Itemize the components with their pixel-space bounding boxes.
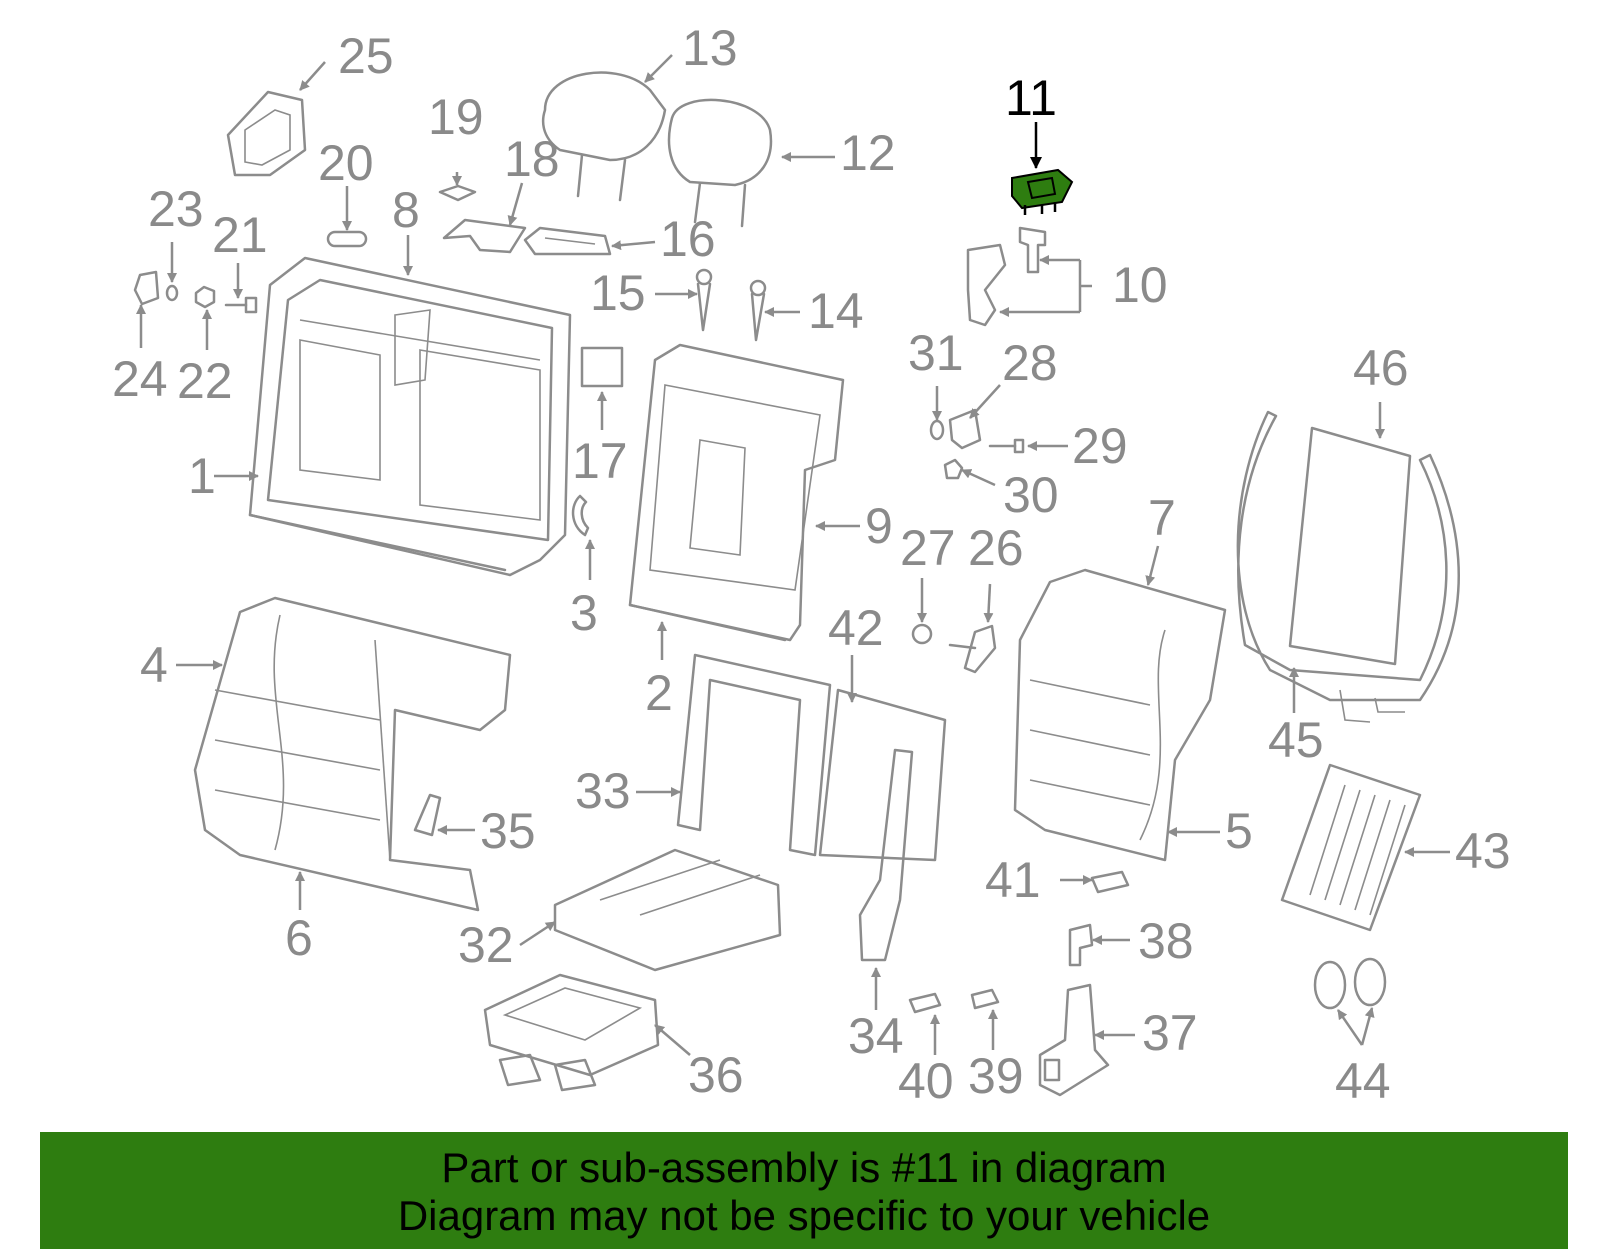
part-23-washer [165, 284, 179, 302]
parts-diagram: 25 13 11 12 19 20 18 8 23 21 16 15 14 10… [112, 20, 1511, 1109]
part-43-heater [1280, 763, 1422, 932]
part-33-panel [676, 653, 832, 857]
leader-lines [136, 54, 1450, 1056]
callout-14: 14 [808, 283, 864, 339]
part-35-latch [413, 793, 442, 837]
callout-labels: 25 13 11 12 19 20 18 8 23 21 16 15 14 10… [112, 20, 1511, 1109]
part-31-washer [929, 419, 945, 441]
banner-line-1: Part or sub-assembly is #11 in diagram [441, 1144, 1167, 1191]
callout-8: 8 [392, 182, 420, 238]
part-10-bracket [966, 226, 1047, 327]
info-banner: Part or sub-assembly is #11 in diagram D… [40, 1132, 1568, 1249]
callout-35: 35 [480, 803, 536, 859]
part-14-pin [749, 279, 767, 342]
callout-45: 45 [1268, 712, 1324, 768]
part-15-pin [695, 268, 713, 332]
callout-39: 39 [968, 1048, 1024, 1104]
part-27-washer [911, 623, 933, 645]
part-13-headrest [541, 71, 667, 202]
part-32-cushion [553, 848, 782, 972]
part-34-trim [858, 748, 914, 962]
callout-40: 40 [898, 1053, 954, 1109]
part-45-trim-frame [1236, 410, 1460, 723]
callout-24: 24 [112, 351, 168, 407]
callout-12: 12 [840, 125, 896, 181]
part-36-frame [483, 973, 660, 1092]
callout-26: 26 [968, 520, 1024, 576]
part-12-headrest [667, 98, 773, 228]
part-19-clip [438, 184, 477, 202]
part-40-clip [908, 992, 942, 1014]
callout-36: 36 [688, 1047, 744, 1103]
part-20-bezel [326, 230, 368, 248]
part-29-bolt [988, 438, 1025, 454]
part-39-clip [970, 988, 1000, 1010]
callout-41: 41 [985, 852, 1041, 908]
callout-1: 1 [188, 448, 216, 504]
callout-5: 5 [1225, 803, 1253, 859]
part-38-clip [1068, 923, 1094, 967]
part-22-nut [194, 285, 216, 309]
callout-18: 18 [504, 131, 560, 187]
part-44-discs [1313, 957, 1387, 1010]
callout-21: 21 [212, 207, 268, 263]
callout-29: 29 [1072, 418, 1128, 474]
part-26-bracket [948, 624, 997, 674]
part-41-clip [1090, 870, 1130, 894]
callout-44: 44 [1335, 1053, 1391, 1109]
callout-25: 25 [338, 28, 394, 84]
callout-9: 9 [865, 498, 893, 554]
callout-27: 27 [900, 520, 956, 576]
callout-33: 33 [575, 763, 631, 819]
callout-19: 19 [428, 89, 484, 145]
callout-17: 17 [572, 433, 628, 489]
part-25-bracket [226, 90, 307, 177]
part-17-pad [580, 346, 624, 388]
callout-16: 16 [660, 211, 716, 267]
callout-22: 22 [177, 353, 233, 409]
callout-37: 37 [1142, 1005, 1198, 1061]
part-3-clip [571, 494, 590, 537]
callout-11: 11 [1005, 70, 1057, 126]
part-18-trim [442, 218, 527, 254]
part-7-seatback-cover [1013, 568, 1227, 862]
callout-34: 34 [848, 1008, 904, 1064]
callout-23: 23 [148, 181, 204, 237]
callout-3: 3 [570, 585, 598, 641]
callout-15: 15 [590, 265, 646, 321]
callout-4: 4 [140, 637, 168, 693]
callout-46: 46 [1353, 340, 1409, 396]
callout-20: 20 [318, 135, 374, 191]
callout-13: 13 [682, 20, 738, 76]
callout-30: 30 [1003, 467, 1059, 523]
part-16-trim [523, 226, 612, 256]
banner-line-2: Diagram may not be specific to your vehi… [397, 1192, 1211, 1239]
part-24-cover [133, 270, 160, 306]
part-11-highlighted [1011, 168, 1074, 215]
callout-42: 42 [828, 600, 884, 656]
callout-2: 2 [645, 665, 673, 721]
part-9-seatback-frame [628, 343, 845, 642]
part-42-panel [818, 688, 947, 862]
callout-31: 31 [908, 325, 964, 381]
callout-38: 38 [1138, 913, 1194, 969]
callout-10: 10 [1112, 257, 1168, 313]
part-30-nut [943, 458, 964, 480]
callout-28: 28 [1002, 335, 1058, 391]
part-46-trim-panel [1288, 426, 1412, 666]
part-4-cushion-cover [193, 596, 512, 912]
part-37-bracket [1038, 983, 1110, 1097]
callout-6: 6 [285, 910, 313, 966]
part-28-clip [948, 408, 982, 450]
part-21-bolt [224, 296, 258, 314]
callout-32: 32 [458, 917, 514, 973]
callout-7: 7 [1148, 490, 1176, 546]
callout-43: 43 [1455, 823, 1511, 879]
part-8-seatback-frame [248, 256, 572, 577]
